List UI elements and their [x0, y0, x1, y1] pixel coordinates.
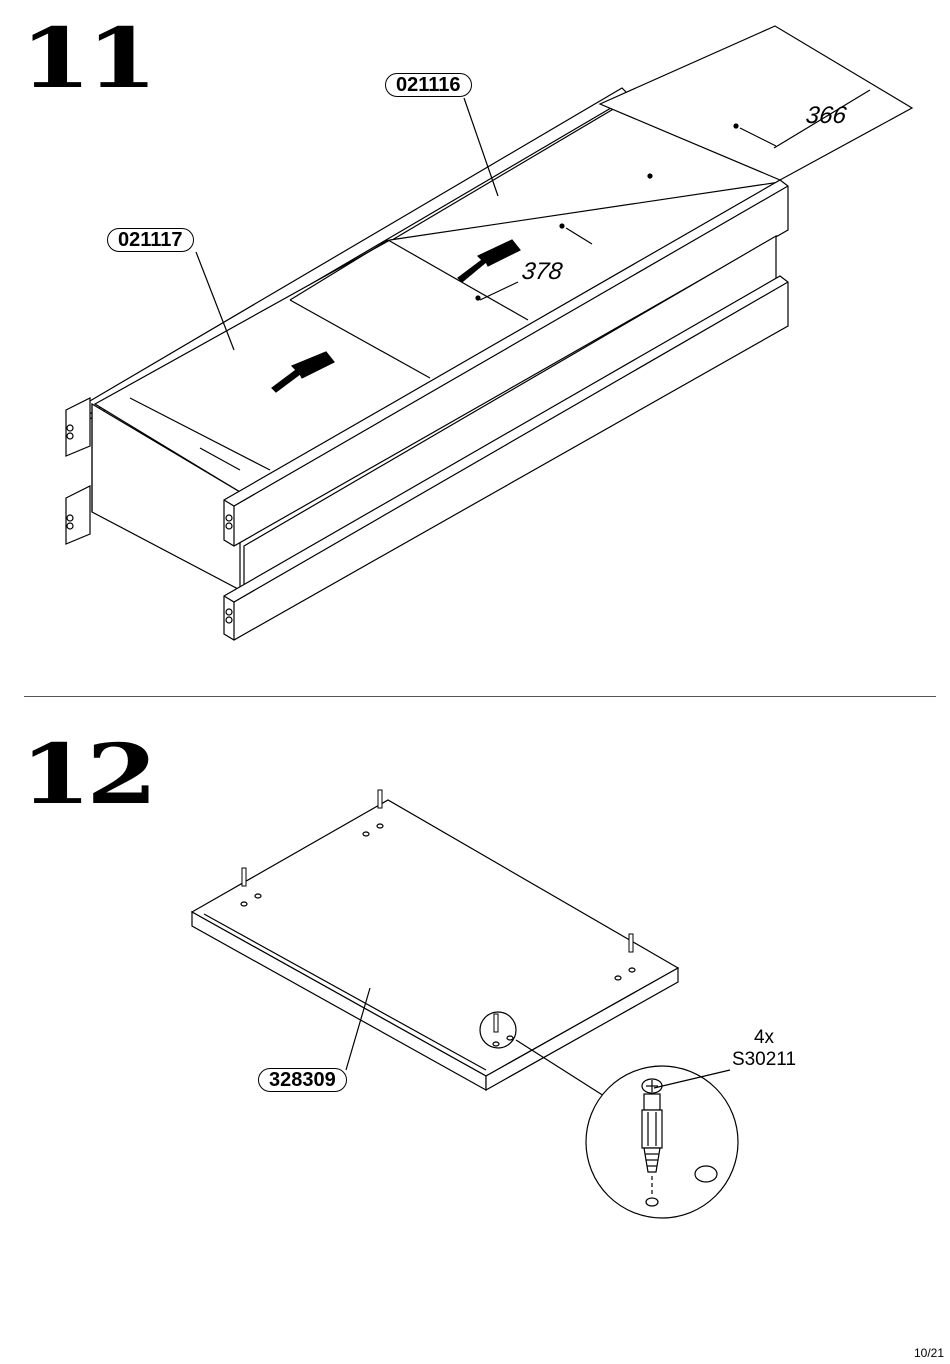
hardware-quantity: 4x	[728, 1027, 800, 1049]
hardware-code: S30211	[722, 1049, 806, 1071]
page-number: 10/21	[914, 1346, 944, 1360]
part-label-328309: 328309	[258, 1068, 347, 1092]
